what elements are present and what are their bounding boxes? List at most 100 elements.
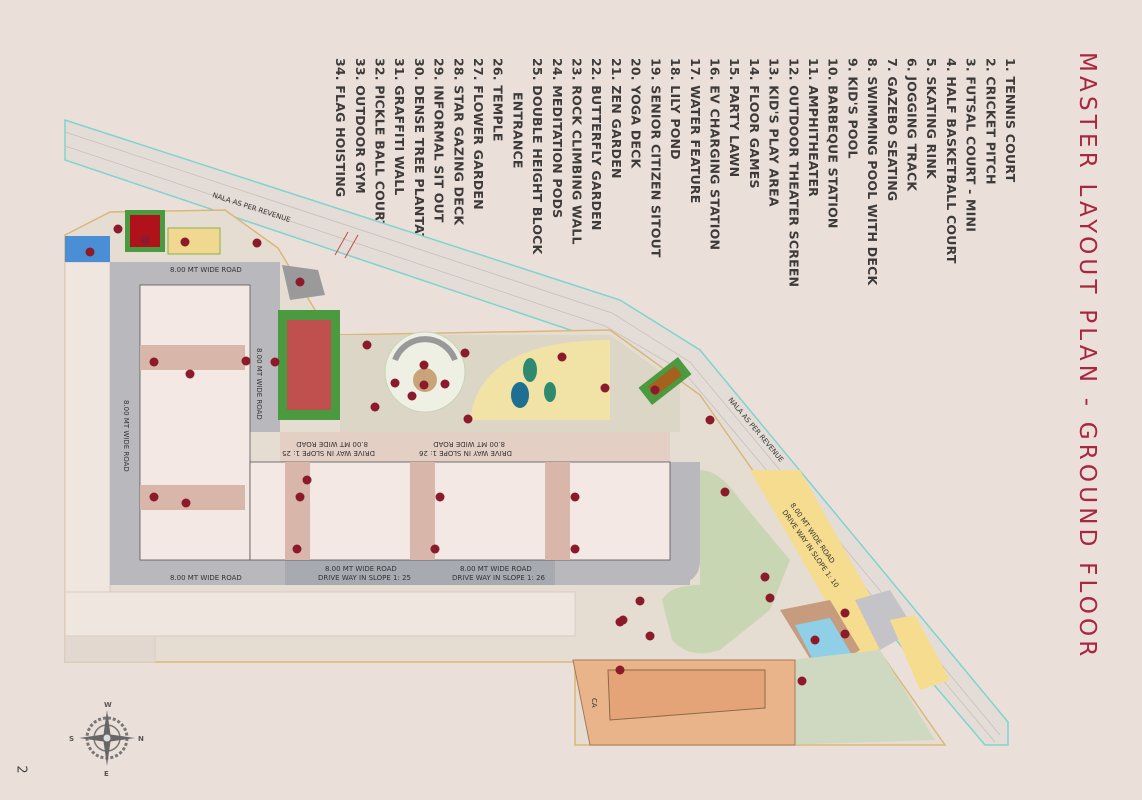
legend-item: 9. KID'S POOL [845, 58, 861, 159]
amenity-marker [650, 385, 660, 395]
amenity-marker [720, 487, 730, 497]
amenity-marker [435, 492, 445, 502]
road-label-ramp-25: 8.00 MT WIDE ROAD [296, 440, 368, 448]
legend-item: 7. GAZEBO SEATING [884, 58, 900, 202]
amenity-marker [295, 277, 305, 287]
central-garden [340, 331, 692, 432]
driveway-ramp-26: DRIVE WAY IN SLOPE 1: 26 [418, 449, 512, 457]
legend-item: 17. WATER FEATURE [687, 58, 703, 204]
amenity-marker [463, 414, 473, 424]
driveway-26-label: DRIVE WAY IN SLOPE 1: 26 [452, 574, 546, 582]
amenity-marker [760, 572, 770, 582]
amenity-marker [407, 391, 417, 401]
road-label-drive-26: 8.00 MT WIDE ROAD [460, 565, 532, 573]
legend-item: 33. OUTDOOR GYM [352, 58, 368, 194]
amenity-marker [840, 608, 850, 618]
compass-east: E [104, 770, 109, 778]
amenity-marker [292, 544, 302, 554]
legend-item: 13. KID'S PLAY AREA [766, 58, 782, 207]
legend-item: 18. LILY POND [668, 58, 684, 160]
amenity-marker [185, 369, 195, 379]
legend-item: 26. TEMPLE [490, 58, 506, 142]
road-label-left: 8.00 MT WIDE ROAD [122, 400, 130, 472]
amenity-marker [113, 224, 123, 234]
legend-item: 21. ZEN GARDEN [608, 58, 624, 179]
amenity-marker [840, 629, 850, 639]
legend-item: 11. AMPHITHEATER [805, 58, 821, 198]
legend-item: 2. CRICKET PITCH [983, 58, 999, 185]
legend-item: 5. SKATING RINK [924, 58, 940, 179]
amenity-marker [390, 378, 400, 388]
amenity-marker [618, 615, 628, 625]
amenity-marker [460, 348, 470, 358]
compass-rose: W N S E [69, 701, 144, 778]
page-title: MASTER LAYOUT PLAN - GROUND FLOOR [1074, 52, 1100, 661]
amenity-marker [705, 415, 715, 425]
legend-item: 1. TENNIS COURT [1003, 58, 1018, 183]
legend-item: 23. ROCK CLIMBING WALL [569, 58, 585, 245]
driveway-25-label: DRIVE WAY IN SLOPE 1: 25 [318, 574, 411, 582]
amenity-marker [149, 492, 159, 502]
legend-item: 27. FLOWER GARDEN [471, 58, 487, 210]
amenity-marker [362, 340, 372, 350]
amenity-marker [765, 593, 775, 603]
legend-item: 22. BUTTERFLY GARDEN [589, 58, 605, 231]
legend-item: 32. PICKLE BALL COURT [372, 58, 388, 230]
amenity-marker [797, 676, 807, 686]
amenity-marker [295, 492, 305, 502]
legend-item: 19. SENIOR CITIZEN SITOUT [648, 58, 664, 258]
amenity-marker [180, 237, 190, 247]
amenity-marker [85, 247, 95, 257]
amenity-marker [149, 357, 159, 367]
road-label-drive-25: 8.00 MT WIDE ROAD [325, 565, 397, 573]
amenity-marker [241, 356, 251, 366]
legend-item: 3. FUTSAL COURT - MINI [963, 58, 979, 233]
amenity-marker [430, 544, 440, 554]
ca-parking-area: CA [572, 659, 796, 746]
road-label-top: 8.00 MT WIDE ROAD [170, 266, 242, 274]
driveway-ramp-25: DRIVE WAY IN SLOPE 1: 25 [282, 449, 375, 457]
legend-item: 34. FLAG HOISTING [333, 58, 349, 198]
legend-item: 20. YOGA DECK [628, 58, 644, 169]
road-label-inner: 8.00 MT WIDE ROAD [255, 348, 263, 420]
amenity-marker [557, 352, 567, 362]
parking-bays [64, 261, 576, 663]
roads: 8.00 MT WIDE ROAD 8.00 MT WIDE ROAD 8.00… [110, 262, 700, 585]
legend-item: 14. FLOOR GAMES [746, 58, 762, 189]
amenity-marker [645, 631, 655, 641]
legend-item: 24. MEDITATION PODS [549, 58, 565, 219]
legend-item: 4. HALF BASKETBALL COURT [943, 58, 959, 264]
legend-item: 12. OUTDOOR THEATER SCREEN [786, 58, 802, 288]
legend-item: 15. PARTY LAWN [727, 58, 743, 178]
legend-item: 31. GRAFFITI WALL [392, 58, 408, 196]
page-number: 2 [13, 765, 29, 774]
legend-item: 25. DOUBLE HEIGHT BLOCK [530, 58, 546, 255]
compass-north: N [138, 735, 144, 743]
ca-label: CA [590, 698, 598, 708]
legend-item: 16. EV CHARGING STATION [707, 58, 723, 251]
road-label-ramp-26: 8.00 MT WIDE ROAD [433, 440, 505, 448]
legend-item: 8. SWIMMING POOL WITH DECK [865, 58, 881, 286]
legend-item: 29. INFORMAL SIT OUT [431, 58, 447, 223]
amenity-marker [570, 492, 580, 502]
legend-item: 28. STAR GAZING DECK [451, 58, 467, 226]
amenity-marker [600, 383, 610, 393]
amenity-markers [85, 224, 850, 686]
amenity-marker [635, 596, 645, 606]
legend-item-continuation: ENTRANCE [510, 92, 526, 169]
amenity-marker [252, 238, 262, 248]
amenity-marker [302, 475, 312, 485]
amenity-marker [570, 544, 580, 554]
amenity-marker [440, 379, 450, 389]
amenity-marker [270, 357, 280, 367]
compass-south: S [69, 735, 74, 743]
amenity-marker [615, 665, 625, 675]
amenity-marker [181, 498, 191, 508]
legend-item: 6. JOGGING TRACK [904, 58, 920, 192]
legend-item: 10. BARBEQUE STATION [825, 58, 841, 229]
amenity-marker [419, 380, 429, 390]
amenity-marker [419, 360, 429, 370]
road-label-bottom: 8.00 MT WIDE ROAD [170, 574, 242, 582]
